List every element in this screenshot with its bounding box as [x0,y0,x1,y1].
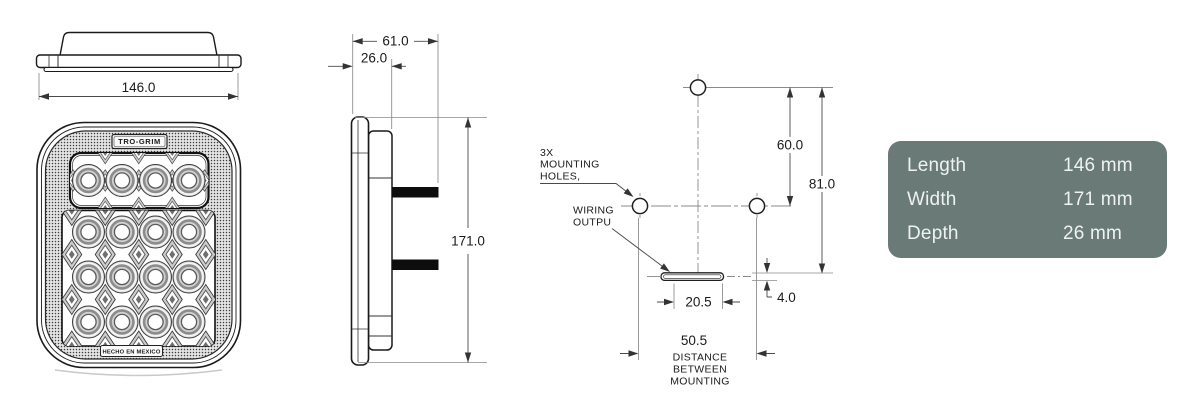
wiring-slot [647,272,752,282]
spec-value-width: 171 mm [1063,188,1133,210]
side-view-drawing: 61.0 26.0 171.0 [328,34,487,366]
spec-label-width: Width [907,188,957,210]
spec-label-length: Length [907,154,967,176]
slot-width-dim: 20.5 [685,295,711,310]
caption-line-3: MOUNTING [670,376,730,388]
caption-line-1: DISTANCE [673,352,728,364]
table-row: Width 171 mm [907,183,1167,217]
top-view-drawing: 146.0 [35,31,242,100]
hole-offset-dim: 60.0 [777,138,803,153]
side-overall-depth-dim: 61.0 [382,34,408,49]
mounting-hole-top [689,79,707,96]
spec-value-depth: 26 mm [1063,222,1123,244]
mounting-hole-right [748,197,766,215]
spec-label-depth: Depth [907,222,959,244]
holes-note-line-1: 3X [540,147,553,159]
wiring-note-line-2: OUTPU [573,217,611,229]
table-row: Length 146 mm [907,149,1167,183]
wiring-note-line-1: WIRING [573,205,614,217]
mounting-hole-left [631,197,649,215]
front-view-shadow [54,369,223,377]
overall-height-dim: 81.0 [809,177,835,192]
hole-spacing-caption: DISTANCE BETWEEN MOUNTING [670,352,730,388]
caption-line-2: BETWEEN [673,364,727,376]
holes-note-line-3: HOLES, [540,171,580,183]
front-view-drawing: TRO-GRIM HECHO EN MEXICO [36,121,242,377]
mounting-stud-top [392,187,439,198]
made-in-plate: HECHO EN MEXICO [100,345,163,357]
made-in-plate-text: HECHO EN MEXICO [102,350,160,356]
table-row: Depth 26 mm [907,217,1167,251]
slot-height-dim: 4.0 [777,290,796,305]
holes-note-line-2: MOUNTING [540,159,600,171]
mounting-stud-bottom [392,259,439,270]
brand-plate: TRO-GRIM [111,133,168,150]
brand-plate-text: TRO-GRIM [118,137,161,146]
mounting-holes-note: 3X MOUNTING HOLES, [540,147,636,200]
mounting-pattern-drawing: 60.0 81.0 4.0 20.5 50.5 DISTANCE BETWEEN… [540,74,835,388]
side-height-dim: 171.0 [451,234,485,249]
spec-value-length: 146 mm [1063,154,1133,176]
top-view-width-dim: 146.0 [122,80,156,95]
hole-spacing-dim: 50.5 [681,333,707,348]
side-body-depth-dim: 26.0 [361,51,387,66]
spec-table: Length 146 mm Width 171 mm Depth 26 mm [888,141,1167,258]
wiring-output-note: WIRING OUTPU [573,205,672,275]
